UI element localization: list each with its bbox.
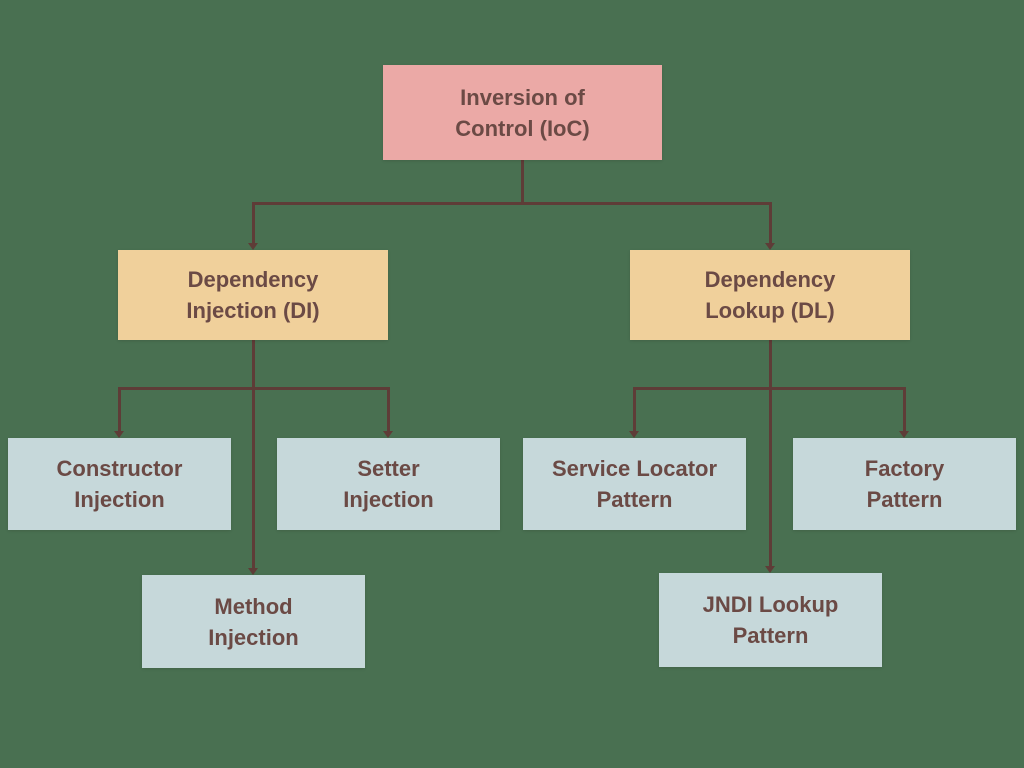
arrowhead-into-service-icon — [629, 431, 639, 438]
node-label-line: Injection — [343, 487, 434, 512]
arrowhead-into-factory-icon — [899, 431, 909, 438]
node-label: Inversion of Control (IoC) — [455, 82, 589, 144]
connector-dl-drop — [769, 202, 772, 246]
node-label: Factory Pattern — [865, 453, 944, 515]
node-jndi-lookup-pattern: JNDI Lookup Pattern — [659, 573, 882, 667]
node-service-locator-pattern: Service Locator Pattern — [523, 438, 746, 530]
node-label-line: Inversion of — [460, 84, 585, 110]
connector-tier2-horizontal — [252, 202, 772, 205]
node-label: Dependency Injection (DI) — [186, 264, 319, 326]
connector-dl-center-drop — [769, 340, 772, 567]
connector-setter-drop — [387, 387, 390, 432]
node-label-line: Injection — [208, 624, 299, 650]
node-dependency-injection: Dependency Injection (DI) — [118, 250, 388, 340]
node-label-line: Control (IoC) — [455, 115, 590, 141]
node-label: Setter Injection — [343, 453, 433, 515]
node-label-line: Factory — [864, 456, 945, 481]
connector-di-children-horizontal — [118, 387, 390, 390]
node-factory-pattern: Factory Pattern — [793, 438, 1016, 530]
node-label: JNDI Lookup Pattern — [703, 589, 839, 651]
connector-service-drop — [633, 387, 636, 432]
arrowhead-into-setter-icon — [383, 431, 393, 438]
connector-constructor-drop — [118, 387, 121, 432]
connector-di-center-drop — [252, 340, 255, 569]
node-inversion-of-control: Inversion of Control (IoC) — [383, 65, 662, 160]
node-label-line: JNDI Lookup — [702, 592, 839, 617]
connector-di-drop — [252, 202, 255, 246]
node-label: Method Injection — [208, 591, 298, 653]
arrowhead-into-jndi-icon — [765, 566, 775, 573]
node-label-line: Pattern — [866, 487, 943, 512]
connector-root-drop — [521, 160, 524, 205]
connector-factory-drop — [903, 387, 906, 432]
node-label-line: Dependency — [187, 267, 319, 292]
node-label-line: Setter — [357, 456, 420, 481]
node-method-injection: Method Injection — [142, 575, 365, 668]
arrowhead-into-dl-icon — [765, 243, 775, 250]
node-label-line: Service Locator — [551, 456, 718, 481]
connector-dl-children-horizontal — [633, 387, 906, 390]
node-label-line: Pattern — [596, 487, 673, 512]
node-label: Constructor Injection — [57, 453, 183, 515]
node-label: Dependency Lookup (DL) — [705, 264, 836, 326]
arrowhead-into-di-icon — [248, 243, 258, 250]
node-label-line: Pattern — [732, 623, 809, 648]
node-label-line: Injection (DI) — [186, 298, 320, 323]
node-label-line: Injection — [74, 487, 165, 512]
node-dependency-lookup: Dependency Lookup (DL) — [630, 250, 910, 340]
arrowhead-into-constructor-icon — [114, 431, 124, 438]
node-label-line: Method — [214, 593, 293, 619]
node-label-line: Constructor — [56, 456, 183, 481]
node-constructor-injection: Constructor Injection — [8, 438, 231, 530]
node-label-line: Dependency — [704, 267, 836, 292]
node-label: Service Locator Pattern — [552, 453, 717, 515]
arrowhead-into-method-icon — [248, 568, 258, 575]
node-label-line: Lookup (DL) — [705, 298, 835, 323]
node-setter-injection: Setter Injection — [277, 438, 500, 530]
